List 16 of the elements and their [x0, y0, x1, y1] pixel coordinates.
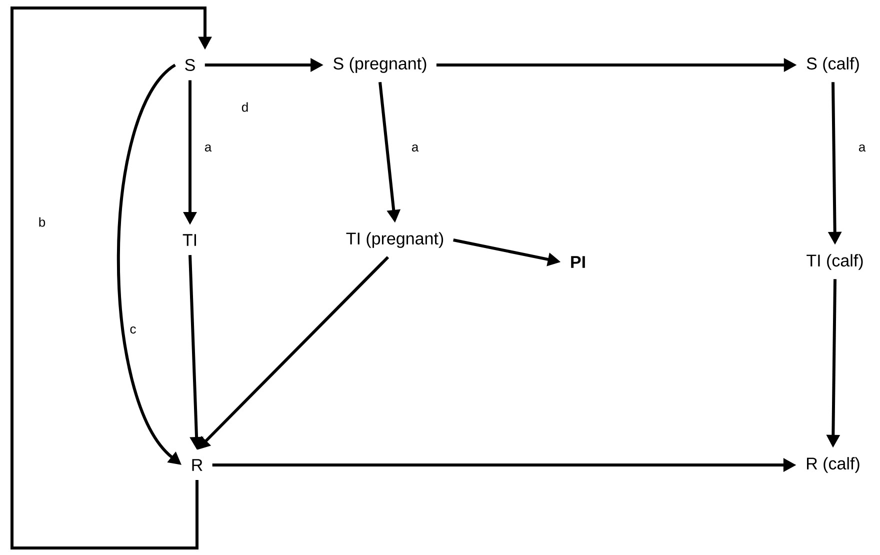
state-label: R (calf): [807, 457, 860, 473]
state-label: S (calf): [806, 57, 859, 73]
edge-label: b: [37, 216, 47, 228]
state-label: TI (pregnant): [346, 232, 444, 248]
state-label: R: [192, 459, 202, 471]
edge-label: d: [240, 101, 250, 113]
state-label: S: [185, 58, 195, 72]
state-label: S (pregnant): [334, 57, 426, 73]
edge-label: a: [410, 143, 420, 153]
edge-label: c: [128, 325, 138, 335]
edge-label: a: [203, 143, 213, 153]
state-label: TI (calf): [806, 254, 863, 270]
arrow: [10, 6, 212, 550]
state-label: PI: [571, 256, 585, 268]
state-label: TI: [182, 234, 196, 246]
edge-label: a: [857, 143, 867, 153]
